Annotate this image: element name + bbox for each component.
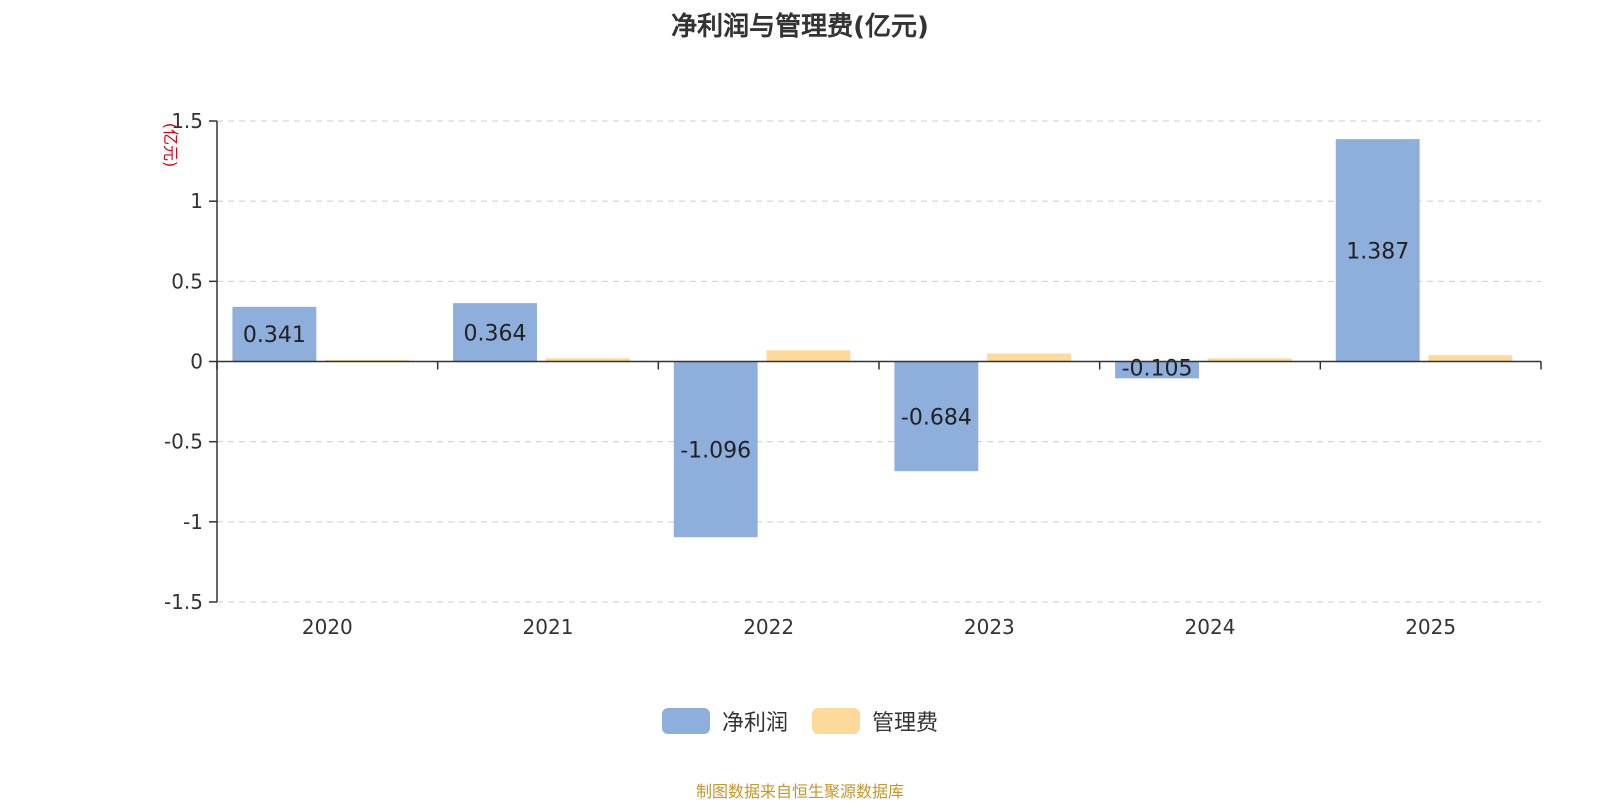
legend: 净利润 管理费 (0, 705, 1600, 737)
data-label: 0.341 (243, 323, 306, 348)
source-note: 制图数据来自恒生聚源数据库 (695, 782, 904, 801)
bar-admin-expense (1207, 358, 1292, 362)
y-tick-label: -1 (183, 510, 203, 534)
y-tick-label: -1.5 (164, 590, 203, 614)
bar-admin-expense (766, 350, 851, 362)
y-tick-label: -0.5 (164, 430, 203, 454)
y-tick-label: 0.5 (171, 269, 203, 293)
x-tick-label: 2020 (302, 615, 353, 639)
y-tick-label: 1.5 (171, 109, 203, 133)
y-unit-label: (亿元) (161, 123, 180, 168)
data-label: 1.387 (1346, 239, 1409, 264)
data-label: 0.364 (464, 321, 527, 346)
bar-net-profit (673, 361, 758, 538)
data-label: -1.096 (680, 438, 751, 463)
data-label: -0.684 (901, 405, 972, 430)
bar-net-profit (232, 306, 317, 362)
legend-swatch-net-profit (661, 708, 710, 734)
x-tick-label: 2023 (964, 615, 1015, 639)
bar-chart: 1.5 1 0.5 0 -0.5 -1 -1.5 (亿元) 0.341 0.364 -1.096 -0… (161, 109, 1542, 639)
legend-label-net-profit: 净利润 (721, 711, 788, 736)
bar-admin-expense (325, 359, 409, 362)
x-tick-label: 2025 (1405, 615, 1456, 639)
x-tick-label: 2022 (743, 615, 794, 639)
y-tick-label: 1 (190, 189, 203, 213)
x-tick-label: 2021 (523, 615, 574, 639)
data-label: -0.105 (1122, 357, 1193, 382)
legend-swatch-admin-expense (812, 708, 860, 734)
bar-admin-expense (545, 358, 630, 362)
bar-admin-expense (987, 353, 1071, 362)
bar-net-profit (894, 361, 979, 472)
chart-title: 净利润与管理费(亿元) (671, 12, 929, 42)
legend-item-admin-expense[interactable]: 管理费 (812, 705, 938, 737)
bar-admin-expense (1428, 355, 1513, 362)
bar-net-profit (1335, 139, 1420, 362)
bar-net-profit (453, 303, 537, 362)
bar-net-profit (1115, 361, 1199, 379)
y-tick-label: 0 (190, 350, 203, 374)
x-tick-label: 2024 (1185, 615, 1236, 639)
legend-item-net-profit[interactable]: 净利润 (661, 705, 788, 737)
legend-label-admin-expense: 管理费 (872, 711, 939, 736)
